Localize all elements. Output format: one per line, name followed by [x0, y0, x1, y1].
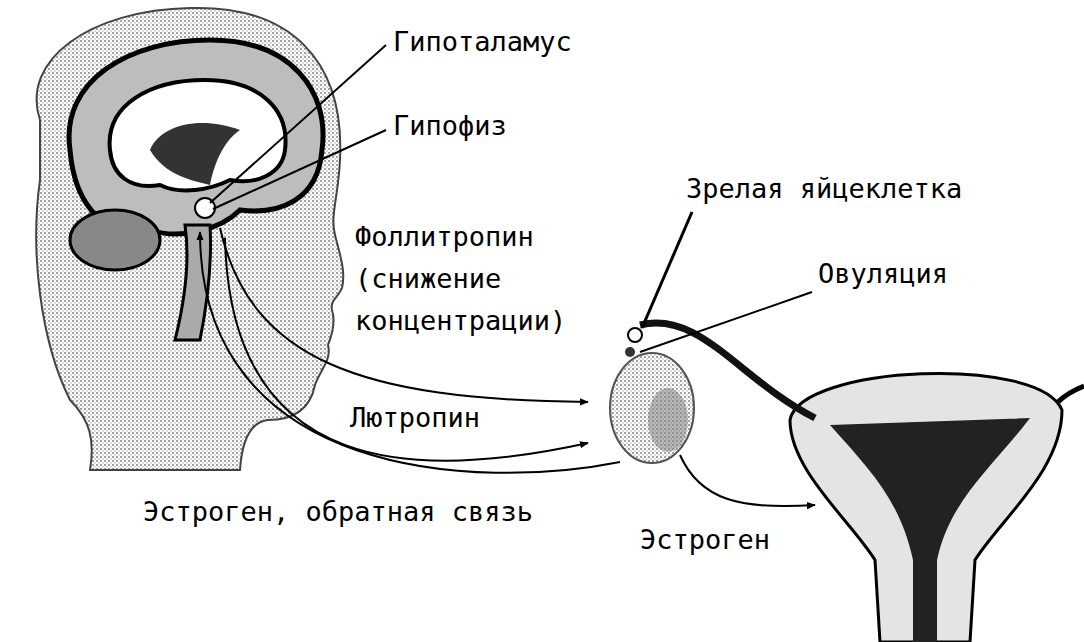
estrogen-arrow	[680, 455, 815, 506]
label-text: Эстроген, обратная связь	[141, 496, 535, 528]
ovary-shade	[648, 388, 688, 452]
leader-line	[642, 212, 692, 328]
leader-line	[213, 130, 386, 209]
leader-line	[640, 292, 812, 352]
ovum	[625, 347, 635, 357]
ovum	[628, 328, 642, 342]
head-outline	[36, 8, 343, 470]
uterine-cavity	[830, 418, 1030, 642]
corpus	[150, 123, 240, 185]
brain-inner	[110, 80, 286, 190]
label-text: Фоллитропин (снижение концентрации)	[353, 216, 583, 342]
label-text: Эстроген	[638, 524, 772, 556]
label-text: Гипоталамус	[391, 26, 574, 58]
label-text: Овуляция	[816, 258, 950, 290]
label-text: Гипофиз	[391, 110, 509, 142]
label-text: Лютропин	[348, 402, 482, 434]
uterus	[790, 373, 1062, 642]
fallopian-tube	[1058, 386, 1084, 402]
cerebellum	[70, 210, 160, 270]
label-text: Зрелая яйцеклетка	[684, 173, 964, 205]
ovary	[610, 353, 694, 463]
leader-line	[210, 45, 386, 203]
